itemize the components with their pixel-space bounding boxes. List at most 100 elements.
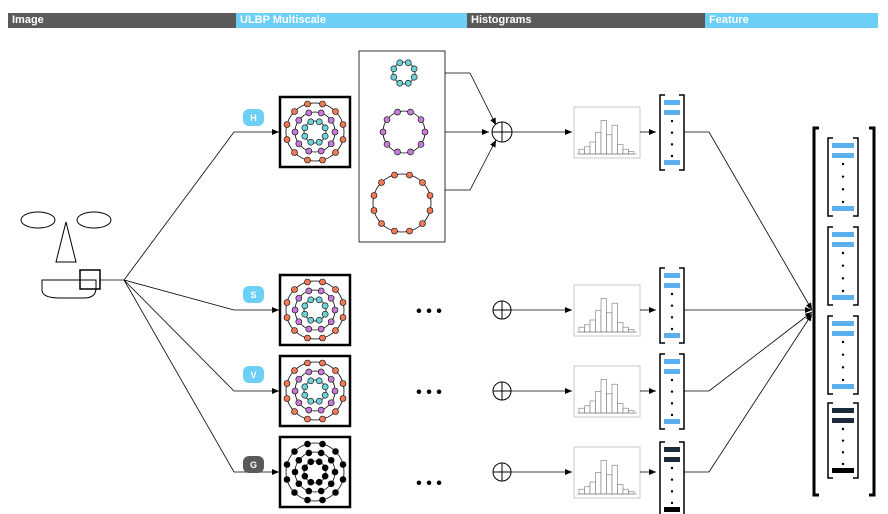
panel-frame [278,435,352,509]
ring [392,61,416,85]
vector-entry [832,232,854,237]
ring-dot [315,478,323,486]
histogram-bar [611,302,618,333]
scales-box [358,50,446,243]
scale-small-ring [390,59,418,87]
vector-entry [832,295,854,300]
ring-dot [317,368,325,376]
ring-dot [291,367,298,374]
ring-dot [391,171,398,179]
vector-dot [670,143,674,146]
badge-v: V [243,366,264,383]
ring-dot [291,408,298,415]
bracket-right [679,94,685,171]
ring-dot [331,128,339,136]
vector-entry [832,242,854,247]
ring-dot [339,380,347,387]
ring-dot [417,141,425,148]
ring-dot [317,406,325,414]
ring-dot [339,461,347,468]
ring-dot [317,325,325,333]
vector-dot [670,292,674,296]
histogram-bar [595,472,602,495]
ring-dot [295,480,303,488]
ring-dot [327,399,335,407]
ring [285,442,345,502]
ring-dot [339,136,347,143]
ulbp-panel-s [278,273,352,347]
vector-dot [670,119,674,123]
ring-dot [417,116,425,123]
bracket-left [827,137,833,217]
histogram-bar [617,322,624,333]
ring-dot [410,65,418,73]
ring-dot [339,395,347,402]
ring-dot [339,314,347,321]
vector-entry [664,447,680,452]
vector-dot [670,478,674,481]
vector-entry [832,468,854,473]
svg-text:S: S [250,290,256,300]
histogram-bar [584,405,591,414]
ring-dot [291,327,298,334]
ring-dot [305,406,313,414]
vector-dot [670,466,674,470]
ring-dot [331,306,339,314]
vector-dot [841,353,845,356]
histogram-bar [628,329,635,333]
header-ulbp-multiscale: ULBP Multiscale [236,13,467,28]
bracket-left [827,226,833,306]
histogram-bar [606,312,613,333]
ring-dot [291,306,299,314]
ring-dot [283,476,291,483]
vector-entry [832,206,854,211]
ring [303,379,327,403]
histogram-bar [617,403,624,414]
vector-dot [841,188,845,191]
ring-dot [307,478,315,486]
ring-dot [404,79,412,87]
histogram-bar [584,146,591,155]
ring-dot [307,118,315,126]
ring [303,120,327,144]
vector-entry [832,321,854,326]
ring-dot [321,391,329,399]
ring-dot [301,383,309,391]
histogram-bar [611,383,618,414]
histogram-bar [622,326,629,333]
bracket-right [869,126,876,497]
ring [285,361,345,421]
ulbp-panel-h [278,95,352,169]
ring-dot [304,359,311,367]
histogram-bar [622,488,629,495]
ring-dot [315,296,323,304]
vector-entry [664,160,680,165]
ring-dot [339,476,347,483]
histogram-bar [600,460,607,495]
nose [55,221,77,263]
histogram-bar [606,474,613,495]
ring-dot [383,141,391,148]
header-feature: Feature [705,13,878,28]
vector-dot [841,289,845,293]
vector-dot [841,439,845,442]
histogram-bar [600,120,607,155]
ring-dot [410,73,418,81]
bracket-left [659,353,665,430]
vector-entry [664,369,680,374]
histogram-bar [600,379,607,414]
ulbp-panel-g [278,435,352,509]
ring-dot [332,149,339,156]
ring-dot [305,487,313,495]
ring-dot [317,287,325,295]
ring-dot [319,415,326,423]
combine-nodes [491,121,572,482]
vector-dot [670,490,674,493]
vector-dot [841,175,845,178]
ring-dot [317,487,325,495]
ring-dot [319,334,326,342]
histogram-bar [622,407,629,414]
histogram-bar [595,310,602,333]
ring-dot [307,377,315,385]
